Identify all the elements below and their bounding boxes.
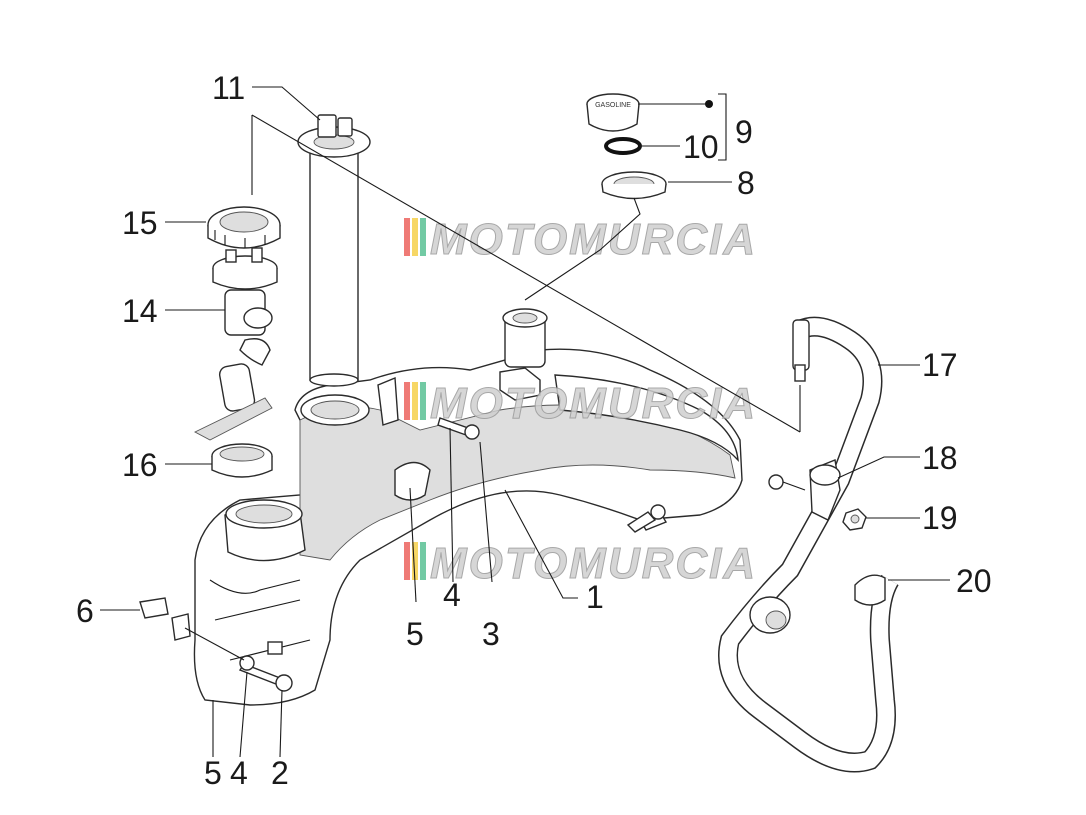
filler-gasket [601,171,667,200]
callout-numbers: 11 15 14 16 6 5 4 2 5 4 3 1 10 9 8 17 18… [76,70,992,791]
callout-4-lower: 4 [230,755,248,791]
fuel-tank [193,308,743,706]
hose-clamp [809,459,841,521]
fuel-cap: GASOLINE [586,93,640,132]
watermark-top: MOTOMURCIA [404,215,757,265]
callout-16: 16 [122,447,158,483]
callout-19: 19 [922,500,958,536]
callout-8: 8 [737,165,755,201]
pump-seal-ring [211,443,273,478]
watermark-middle: MOTOMURCIA [404,379,757,429]
callout-14: 14 [122,293,158,329]
watermark-text: MOTOMURCIA [430,379,757,428]
clamp-nut [842,508,867,531]
watermark-text: MOTOMURCIA [430,215,757,264]
callout-4-upper: 4 [443,577,461,613]
callout-5-lower: 5 [204,755,222,791]
breather-hose [718,316,899,773]
callout-18: 18 [922,440,958,476]
callout-15: 15 [122,205,158,241]
callout-20: 20 [956,563,992,599]
clamp-screw [768,474,806,491]
callout-17: 17 [922,347,958,383]
callout-6: 6 [76,593,94,629]
watermark-text: MOTOMURCIA [430,539,757,588]
callout-11: 11 [212,70,245,106]
fuel-pump [194,247,278,441]
pump-lock-ring [207,206,281,249]
callout-9: 9 [735,114,753,150]
spring-clip [139,597,191,641]
cap-label: GASOLINE [595,102,631,109]
cap-o-ring [604,137,642,155]
watermark-bottom: MOTOMURCIA [404,539,757,589]
fuel-level-sender [297,114,371,387]
callout-2: 2 [271,755,289,791]
callout-5-upper: 5 [406,616,424,652]
leader-lines [100,86,950,758]
callout-3: 3 [482,616,500,652]
callout-10: 10 [683,129,719,165]
upper-bolt [437,417,666,533]
callout-1: 1 [586,579,604,615]
